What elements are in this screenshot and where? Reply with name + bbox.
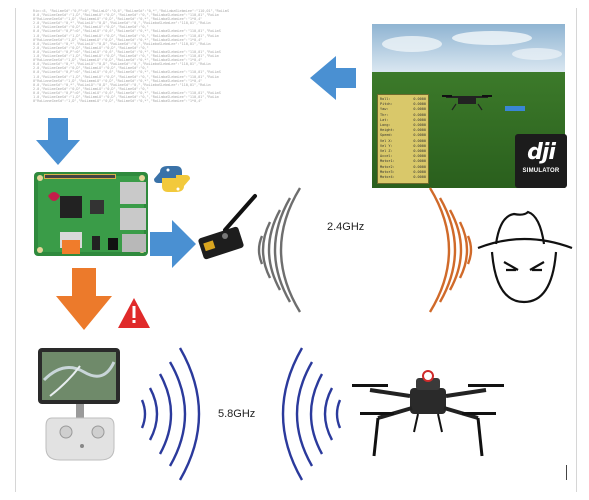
telemetry-key: Yaw: — [380, 107, 389, 112]
telemetry-value: 0.0000 — [413, 102, 426, 107]
telemetry-row: Long: 0.0000 — [380, 123, 426, 128]
telemetry-key: Motor4: — [380, 175, 395, 180]
log-line: 0.0,"RoLLmeSd":"0,P"=0","RoLLmLO":"0,6",… — [33, 70, 221, 75]
remote-controller-tablet-icon — [38, 348, 120, 461]
log-line: 0.0,"RoLLmeCmeSd":"1,D","RoLLmmLO":"0,D"… — [33, 13, 219, 18]
telemetry-value: 0.0000 — [413, 143, 426, 148]
log-line: 2.0,"RoLLmeCmeSd":"0,D","RoLLmmLO":"0,D"… — [33, 66, 149, 71]
telemetry-row: Motor3: 0.0000 — [380, 170, 426, 175]
gray-wave-2-4ghz — [257, 187, 302, 313]
telemetry-value: 0.0000 — [413, 164, 426, 169]
telemetry-row: Vel Y: 0.0000 — [380, 144, 426, 149]
log-line: Rin=:8, "RoLLmeSd":"0,P"=0","RoLLmLO":"0… — [33, 9, 230, 13]
log-line: 0"RoLLmneCmeSd":"1,D","RoLLmmmLO":"0,D",… — [33, 37, 203, 42]
telemetry-key: Motor1: — [380, 159, 395, 164]
telemetry-row: Accel: 0.0000 — [380, 154, 426, 159]
log-line: 0"RoLLmneCmeSd":"1,D","RoLLmmmLO":"0,D",… — [33, 58, 203, 63]
telemetry-key: Roll: — [380, 97, 391, 101]
telemetry-value: 0.0000 — [413, 138, 426, 143]
log-line: 1.0,"RoLLmeCmeSd":"1,D","RoLLmmLO":"0,D"… — [33, 74, 219, 79]
log-line: 0"RoLLmneCmeSd":"1,D","RoLLmmmLO":"0,D",… — [33, 99, 203, 104]
orange-wave-hacker — [428, 187, 473, 313]
simulator-label: SIMULATOR — [522, 168, 560, 174]
log-line: 0.0,"RoLLmeSd":"0,*","RoLLmLO":"0,D","Ro… — [33, 41, 211, 46]
log-line: 0.0,"RoLLmeSd":"0,P"=0","RoLLmLO":"0,6",… — [33, 29, 221, 34]
arrow-pi-to-sdr — [150, 220, 196, 268]
log-line: 1.0,"RoLLmeCmeSd":"1,D","RoLLmmLO":"0,D"… — [33, 33, 219, 38]
telemetry-row: Motor1: 0.0000 — [380, 159, 426, 164]
quadcopter-drone-icon — [352, 370, 504, 457]
telemetry-row: Speed: 0.0000 — [380, 133, 426, 138]
warning-triangle-icon — [118, 298, 150, 328]
log-line: 0.0,"RoLLmeSd":"0,*","RoLLmLO":"0,D","Ro… — [33, 62, 211, 67]
telemetry-value: 0.0000 — [413, 123, 426, 128]
sim-hud-marker — [505, 106, 525, 111]
log-line: 0"RoLLmneCmeSd":"1,D","RoLLmmmLO":"0,D",… — [33, 78, 203, 83]
telemetry-key: Vel Y: — [380, 143, 393, 148]
telemetry-log-text: Rin=:8, "RoLLmeSd":"0,P"=0","RoLLmLO":"0… — [33, 9, 301, 109]
log-line: 1.0,"RoLLmeCmeSd":"0,D","RoLLmmLO":"0,D"… — [33, 25, 149, 30]
telemetry-row: Motor2: 0.0000 — [380, 165, 426, 170]
telemetry-row: Lat: 0.0000 — [380, 118, 426, 123]
telemetry-key: Height: — [380, 128, 395, 133]
log-line: 0"RoLLmneCmeSd":"1,D","RoLLmmmLO":"0,D",… — [33, 17, 203, 22]
log-line: 0.0,"RoLLmeSd":"0,P"=0","RoLLmLO":"0,6",… — [33, 49, 221, 54]
telemetry-key: Thr: — [380, 112, 389, 117]
telemetry-value: 0.0000 — [413, 169, 426, 174]
telemetry-key: Lat: — [380, 117, 389, 122]
log-line: 0.0,"RoLLmeSd":"0,P"=0","RoLLmLO":"0,6",… — [33, 90, 221, 95]
telemetry-row: Vel X: 0.0000 — [380, 139, 426, 144]
frequency-label-5-8ghz: 5.8GHz — [218, 408, 256, 420]
telemetry-value: 0.0000 — [413, 175, 426, 180]
telemetry-row: Thr: 0.0000 — [380, 113, 426, 118]
telemetry-key: Vel X: — [380, 138, 393, 143]
telemetry-value: 0.0000 — [413, 149, 426, 154]
telemetry-key: Motor3: — [380, 169, 395, 174]
telemetry-row: Height: 0.0000 — [380, 128, 426, 133]
telemetry-value: 0.0000 — [413, 128, 426, 133]
telemetry-key: Motor2: — [380, 164, 395, 169]
arrow-log-to-pi — [36, 118, 80, 165]
telemetry-key: Long: — [380, 123, 391, 128]
telemetry-value: 0.0000 — [413, 154, 426, 159]
telemetry-row: Vel Z: 0.0000 — [380, 149, 426, 154]
arrow-sim-to-log — [310, 56, 356, 100]
telemetry-value: 0.0000 — [413, 117, 426, 122]
text-cursor — [566, 465, 567, 480]
log-line: 2.0,"RoLLmeCmeSd":"0,D","RoLLmmLO":"0,D"… — [33, 86, 149, 91]
log-line: 2.0,"RoLLmeCmeSd":"0,D","RoLLmmLO":"0,D"… — [33, 45, 149, 50]
frequency-label-2-4ghz: 2.4GHz — [327, 221, 365, 233]
sim-drone-icon — [442, 95, 492, 111]
telemetry-row: Roll: 0.0000 — [380, 97, 426, 102]
log-line: 1.0,"RoLLmeCmeSd":"1,D","RoLLmmLO":"0,D"… — [33, 94, 219, 99]
log-line: 2.0,"RoLLmeSd":"0,*","RoLLmLO":"0,D","Ro… — [33, 21, 211, 26]
telemetry-key: Vel Z: — [380, 149, 393, 154]
telemetry-value: 0.0000 — [413, 159, 426, 164]
telemetry-key: Pitch: — [380, 102, 393, 107]
page-frame — [15, 8, 577, 492]
telemetry-value: 0.0000 — [413, 112, 426, 117]
telemetry-key: Accel: — [380, 154, 393, 159]
telemetry-row: Motor4: 0.0000 — [380, 175, 426, 180]
log-line: 0.0,"RoLLmeSd":"0,*","RoLLmLO":"0,D","Ro… — [33, 82, 211, 87]
log-line: 1.0,"RoLLmeCmeSd":"1,D","RoLLmmLO":"0,D"… — [33, 54, 219, 59]
dji-logo-text: dji — [527, 140, 556, 165]
telemetry-value: 0.0000 — [413, 107, 426, 112]
telemetry-row: Yaw: 0.0000 — [380, 107, 426, 112]
sdr-antenna-dongle-icon — [198, 194, 257, 260]
telemetry-value: 0.0000 — [413, 133, 426, 138]
raspberry-pi-board-icon — [34, 172, 148, 256]
blue-wave-5-8ghz-right — [281, 347, 342, 481]
arrow-pi-to-controller — [56, 268, 112, 330]
telemetry-value: 0.0000 — [413, 97, 426, 101]
blue-wave-5-8ghz-left — [140, 347, 201, 481]
telemetry-row: Pitch: 0.0000 — [380, 102, 426, 107]
telemetry-key: Speed: — [380, 133, 393, 138]
dji-simulator-logo-icon: dji SIMULATOR — [515, 134, 567, 188]
hacker-hat-face-icon — [477, 210, 573, 304]
python-logo-icon — [154, 166, 190, 192]
